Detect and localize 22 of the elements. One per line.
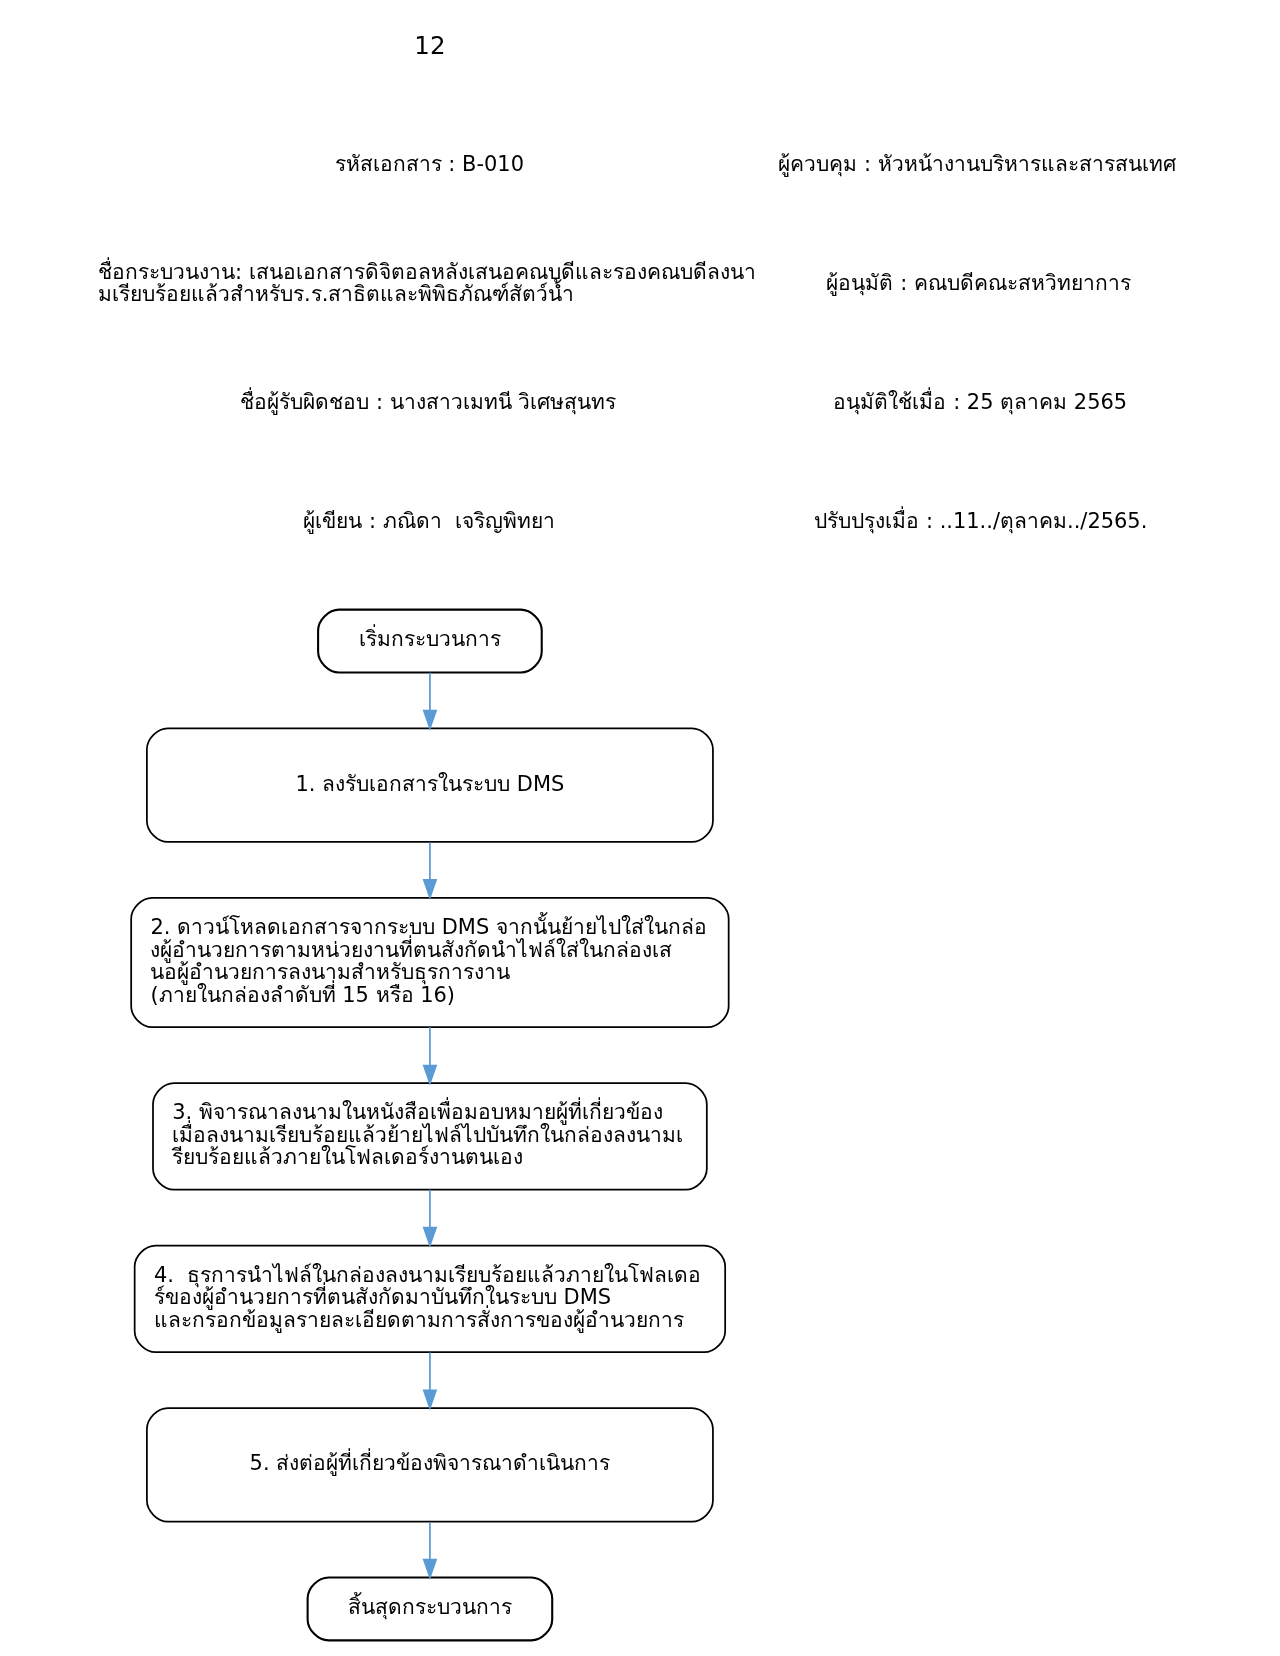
label: ผู้อนุมัติ : คณบดีคณะสหวิทยาการ (826, 271, 1131, 296)
label: อนุมัติใช้เมื่อ : 25 ตุลาคม 2565 (833, 389, 1128, 414)
label: ผู้ควบคุม : หัวหน้างานบริหารและสารสนเทศ (778, 152, 1176, 177)
label: ผู้เขียน : ภณิดา เจริญพิทยา (303, 508, 555, 533)
node-box: สิ้นสุดกระบวนการ (306, 1576, 554, 1642)
label: รหัสเอกสาร : B-010 (334, 152, 525, 177)
label: 12 (414, 30, 446, 60)
arrow (422, 841, 438, 900)
label: ชื่อผู้รับผิดชอบ : นางสาวเมทนี วิเศษสุนทร (240, 389, 617, 414)
arrow (422, 1188, 438, 1248)
node-box: 3. พิจารณาลงนามในหนังสือเพื่อมอบหมายผู้ที่เกี่ยวข้องเมื่อลงนามเรียบร้อยแล้วย้ายไฟล์ไปบันทึกในกล่องลงนามเรียบร้อยแล้วภายในโฟลเดอร์งานตนเอง (152, 1082, 708, 1191)
arrow (422, 1026, 438, 1086)
label: ชื่อกระบวนงาน: เสนอเอกสารดิจิตอลหลังเสนอคณบดีและรองคณบดีลงนามเรียบร้อยแล้วสำหรับร.ร.สาธิตและพิพิธภัณฑ์สัตว์น้ำ (97, 259, 756, 307)
node-box: 5. ส่งต่อผู้ที่เกี่ยวข้องพิจารณาดำเนินการ (146, 1407, 714, 1523)
node-box: 2. ดาวน์โหลดเอกสารจากระบบ DMS จากนั้นย้ายไปใส่ในกล่องผู้อำนวยการตามหน่วยงานที่ตนสังกัดนำไฟล์ใส่ในกล่องเสนอผู้อำนวยการลงนามสำหรับธุรการงาน (ภายในกล่องลำดับที่ 15 หรือ 16) (130, 897, 730, 1029)
arrow (422, 671, 438, 731)
label: ปรับปรุงเมื่อ : ..11../ตุลาคม../2565. (814, 508, 1148, 533)
node-box: เริ่มกระบวนการ (317, 608, 543, 674)
arrow (422, 1351, 438, 1411)
arrow (422, 1521, 438, 1580)
node-box: 4. ธุรการนำไฟล์ในกล่องลงนามเรียบร้อยแล้วภายในโฟลเดอร์ของผู้อำนวยการที่ตนสังกัดมาบันทึกในระบบ DMS และกรอกข้อมูลรายละเอียดตามการสั่งการของผู้อำนวยการ (133, 1244, 727, 1353)
node-box: 1. ลงรับเอกสารในระบบ DMS (146, 727, 714, 843)
